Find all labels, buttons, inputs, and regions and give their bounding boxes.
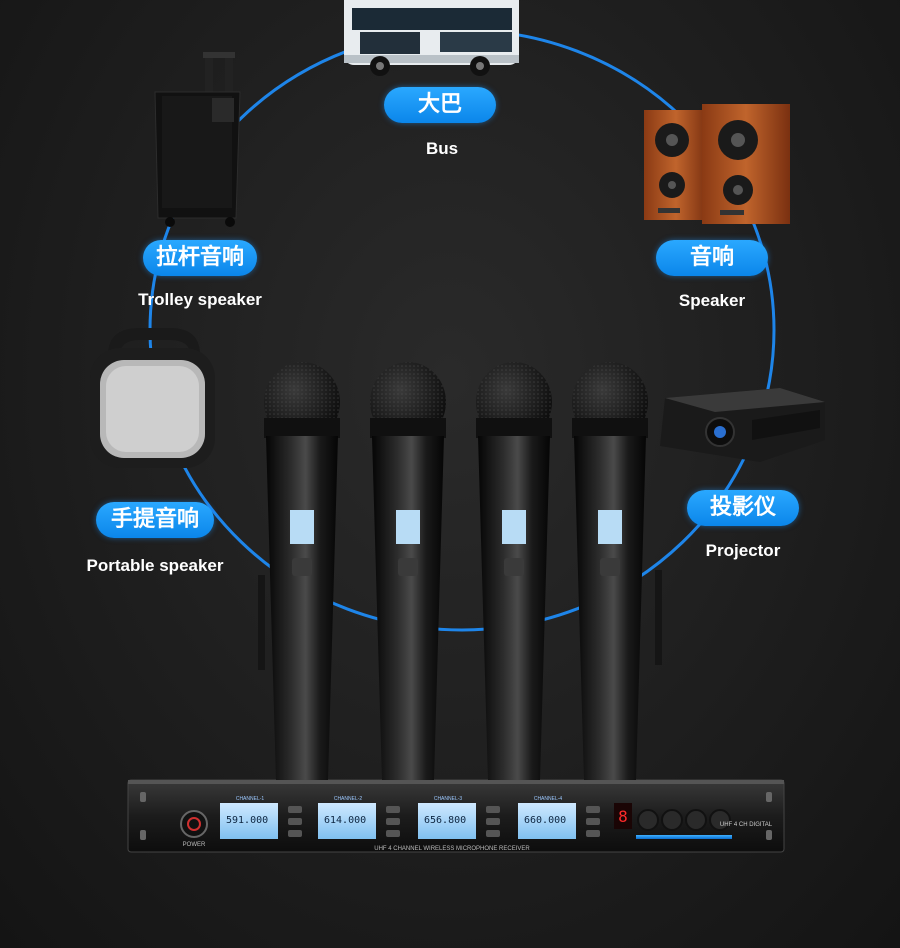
speaker-cn-label: 音响 bbox=[656, 240, 768, 276]
microphone-1 bbox=[264, 362, 340, 780]
projector-image bbox=[660, 388, 825, 462]
receiver-title: UHF 4 CHANNEL WIRELESS MICROPHONE RECEIV… bbox=[374, 846, 530, 852]
channel-4-lcd bbox=[518, 803, 576, 839]
projector-en-label: Projector bbox=[705, 541, 781, 560]
channel-3-lcd bbox=[418, 803, 476, 839]
trolley-cn-label: 拉杆音响 bbox=[143, 240, 257, 276]
trolley-speaker-image bbox=[154, 52, 241, 227]
portable-cn-label: 手提音响 bbox=[96, 502, 214, 538]
brand-label: UHF 4 CH DIGITAL bbox=[720, 822, 773, 828]
bus-en-label: Bus bbox=[425, 139, 459, 158]
channel-1-lcd bbox=[220, 803, 278, 839]
volume-knobs bbox=[636, 809, 732, 839]
channel-2-lcd bbox=[318, 803, 376, 839]
speaker-en-label: Speaker bbox=[678, 291, 746, 310]
power-label: POWER bbox=[183, 842, 206, 848]
bus-image bbox=[344, 0, 519, 76]
microphone-3 bbox=[476, 362, 552, 780]
channel-3-label: CHANNEL-3 bbox=[434, 796, 463, 802]
receiver-unit: 8 bbox=[127, 779, 785, 853]
microphones bbox=[264, 362, 648, 780]
channel-4-label: CHANNEL-4 bbox=[534, 796, 563, 802]
antenna-right bbox=[655, 570, 662, 665]
antenna-left bbox=[258, 575, 265, 670]
channel-2-frequency: 614.000 bbox=[324, 815, 366, 826]
channel-4-frequency: 660.000 bbox=[524, 815, 566, 826]
channel-1-frequency: 591.000 bbox=[226, 815, 268, 826]
channel-2-label: CHANNEL-2 bbox=[334, 796, 363, 802]
wooden-speakers-image bbox=[644, 104, 790, 224]
portable-speaker-image bbox=[90, 328, 215, 468]
channel-1-label: CHANNEL-1 bbox=[236, 796, 265, 802]
projector-cn-label: 投影仪 bbox=[687, 490, 799, 526]
svg-text:8: 8 bbox=[618, 807, 628, 826]
microphone-4 bbox=[572, 362, 648, 780]
bus-cn-label: 大巴 bbox=[384, 87, 496, 123]
channel-3-frequency: 656.800 bbox=[424, 815, 466, 826]
microphone-2 bbox=[370, 362, 446, 780]
portable-en-label: Portable speaker bbox=[86, 556, 224, 575]
trolley-en-label: Trolley speaker bbox=[138, 290, 262, 309]
